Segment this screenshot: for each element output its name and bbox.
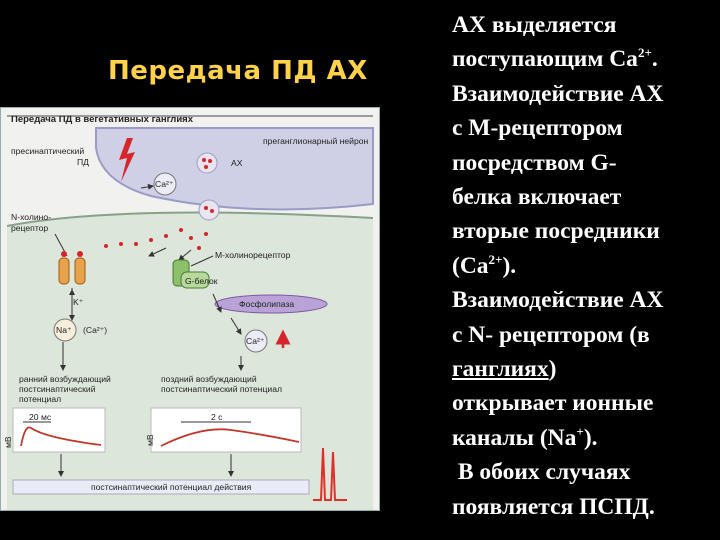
mv-label-early: мВ	[3, 436, 13, 448]
late-epsp-panel: поздний возбуждающий постсинаптический п…	[145, 374, 301, 452]
time-20ms: 20 мс	[29, 412, 52, 422]
k-label: K⁺	[73, 297, 84, 307]
text-line: появляется ПСПД.	[452, 490, 714, 524]
text-line: посредством G-	[452, 146, 714, 180]
early-epsp-label-3: потенциал	[19, 394, 61, 404]
presynaptic-label-1: пресинаптический	[11, 146, 84, 156]
phospholipase-label: Фосфолипаза	[239, 299, 294, 309]
late-epsp-label-2: постсинаптический потенциал	[161, 384, 282, 394]
ganglion-transmission-figure: Передача ПД в вегетативных ганглиях прег…	[0, 107, 380, 511]
n-receptor-label-2: рецептор	[11, 223, 48, 233]
explanation-text: АХ выделяется поступающим Ca2+. Взаимоде…	[452, 8, 714, 524]
g-protein-label: G-белок	[185, 276, 218, 286]
mv-label-late: мВ	[145, 434, 155, 446]
text-line: Взаимодействие АХ	[452, 283, 714, 317]
text-line: Взаимодействие АХ	[452, 77, 714, 111]
text-line: вторые посредники	[452, 214, 714, 248]
na-ca-label: (Ca²⁺)	[83, 325, 107, 335]
time-2s: 2 с	[211, 412, 223, 422]
vesicle	[197, 153, 217, 173]
ca-label: Ca²⁺	[155, 179, 174, 189]
ach-label: АХ	[231, 158, 243, 168]
text-line: белка включает	[452, 180, 714, 214]
text-line: поступающим Ca2+.	[452, 42, 714, 76]
text-line: ганглиях)	[452, 352, 714, 386]
text-line: каналы (Na+).	[452, 421, 714, 455]
m-receptor-label: М-холинорецептор	[215, 250, 291, 260]
ca-inner-label: Ca²⁺	[246, 336, 265, 346]
late-epsp-label-1: поздний возбуждающий	[161, 374, 257, 384]
text-line: (Ca2+).	[452, 249, 714, 283]
text-line: открывает ионные	[452, 386, 714, 420]
early-epsp-label-2: постсинаптический	[19, 384, 96, 394]
early-epsp-panel: ранний возбуждающий постсинаптический по…	[3, 374, 111, 452]
preganglionic-label: преганглионарный нейрон	[263, 136, 369, 146]
figure-title: Передача ПД в вегетативных ганглиях	[11, 114, 194, 125]
early-epsp-label-1: ранний возбуждающий	[19, 374, 111, 384]
text-line: В обоих случаях	[452, 455, 714, 489]
text-line: с М-рецептором	[452, 111, 714, 145]
presynaptic-label-2: ПД	[77, 157, 89, 167]
text-line: с N- рецептором (в	[452, 318, 714, 352]
na-label: Na⁺	[56, 325, 72, 335]
n-receptor-label-1: N-холино-	[11, 212, 51, 222]
figure-svg: Передача ПД в вегетативных ганглиях прег…	[1, 108, 379, 510]
postsynaptic-cell	[7, 213, 373, 510]
ap-label: постсинаптический потенциал действия	[91, 482, 252, 492]
slide-title: Передача ПД АХ	[108, 56, 368, 86]
text-line: АХ выделяется	[452, 8, 714, 42]
